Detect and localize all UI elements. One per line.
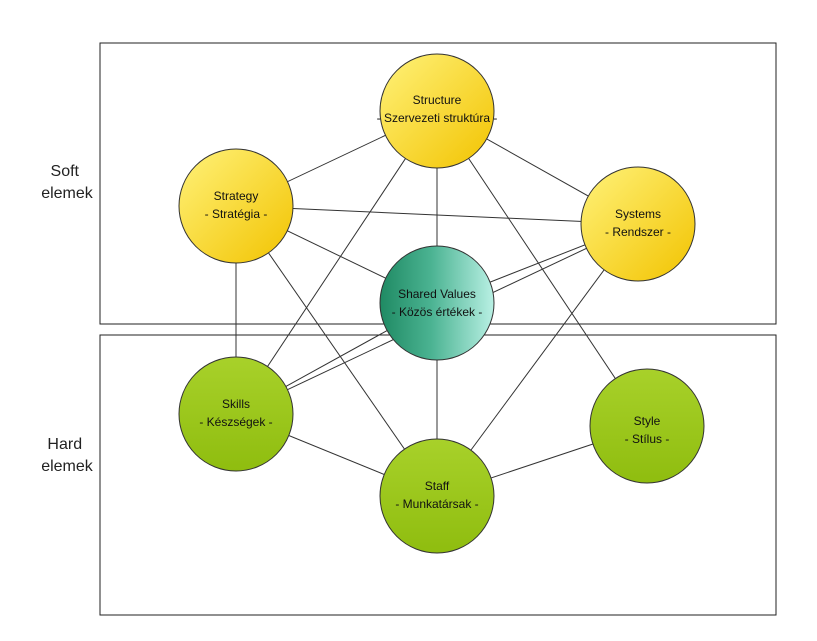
strategy-title: Strategy (214, 189, 259, 203)
soft-group-label: Soft elemek (41, 163, 94, 202)
edge-strategy-systems (235, 205, 639, 225)
style-title: Style (634, 414, 661, 428)
node-skills: Skills - Készségek - (178, 356, 294, 472)
skills-subtitle: - Készségek - (199, 415, 272, 429)
skills-title: Skills (222, 397, 250, 411)
hard-label-line1: Hard (47, 436, 82, 453)
staff-subtitle: - Munkatársak - (395, 497, 478, 511)
node-systems: Systems - Rendszer - (580, 166, 696, 282)
skills-circle (178, 356, 294, 472)
structure-circle (379, 53, 495, 169)
soft-label-line1: Soft (51, 163, 80, 180)
staff-circle (379, 438, 495, 554)
shared-values-circle (379, 245, 495, 361)
hard-label-line2: elemek (41, 458, 94, 475)
edge-structure-skills (235, 110, 438, 415)
edge-strategy-staff (235, 205, 438, 497)
systems-subtitle: - Rendszer - (605, 225, 671, 239)
edge-structure-style (436, 110, 648, 427)
systems-circle (580, 166, 696, 282)
node-staff: Staff - Munkatársak - (379, 438, 495, 554)
structure-subtitle: - Szervezeti struktúra - (377, 111, 498, 125)
shared-values-title: Shared Values (398, 287, 476, 301)
staff-title: Staff (425, 479, 450, 493)
node-strategy: Strategy - Stratégia - (178, 148, 294, 264)
node-structure: Structure - Szervezeti struktúra - (377, 53, 498, 169)
style-subtitle: - Stílus - (625, 432, 670, 446)
strategy-subtitle: - Stratégia - (205, 207, 268, 221)
shared-values-subtitle: - Közös értékek - (392, 305, 483, 319)
node-shared-values: Shared Values - Közös értékek - (379, 245, 495, 361)
structure-title: Structure (413, 93, 462, 107)
node-style: Style - Stílus - (589, 368, 705, 484)
strategy-circle (178, 148, 294, 264)
soft-label-line2: elemek (41, 185, 94, 202)
hard-group-label: Hard elemek (41, 436, 94, 475)
style-circle (589, 368, 705, 484)
systems-title: Systems (615, 207, 661, 221)
